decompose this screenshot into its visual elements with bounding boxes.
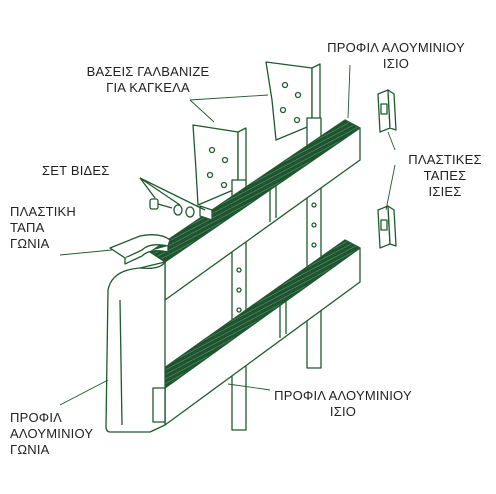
plastic-cap-straight-bottom: [377, 205, 397, 249]
aluminium-profile-corner: [105, 261, 166, 433]
screw-set: [139, 177, 213, 221]
plastic-cap-straight-top: [377, 89, 397, 133]
label-profile-straight-top: ΠΡΟΦΙΛ ΑΛΟΥΜΙΝΙΟΥ ΙΣΙΟ: [327, 40, 465, 71]
label-galvanized-bases: ΒΑΣΕΙΣ ΓΑΛΒΑΝΙΖΕ ΓΙΑ ΚΑΓΚΕΛΑ: [86, 64, 210, 95]
label-plastic-cap-corner: ΠΛΑΣΤΙΚΗ ΤΑΠΑ ΓΩΝΙΑ: [10, 204, 76, 251]
leader-lines: [59, 64, 396, 406]
label-screw-set: ΣΕΤ ΒΙΔΕΣ: [42, 163, 110, 178]
plastic-cap-corner: [109, 234, 171, 265]
label-profile-corner: ΠΡΟΦΙΛ ΑΛΟΥΜΙΝΙΟΥ ΓΩΝΙΑ: [10, 410, 94, 457]
label-plastic-caps-straight: ΠΛΑΣΤΙΚΕΣ ΤΑΠΕΣ ΙΣΙΕΣ: [408, 152, 482, 199]
label-profile-straight-bottom: ΠΡΟΦΙΛ ΑΛΟΥΜΙΝΙΟΥ ΙΣΙΟ: [274, 388, 412, 419]
